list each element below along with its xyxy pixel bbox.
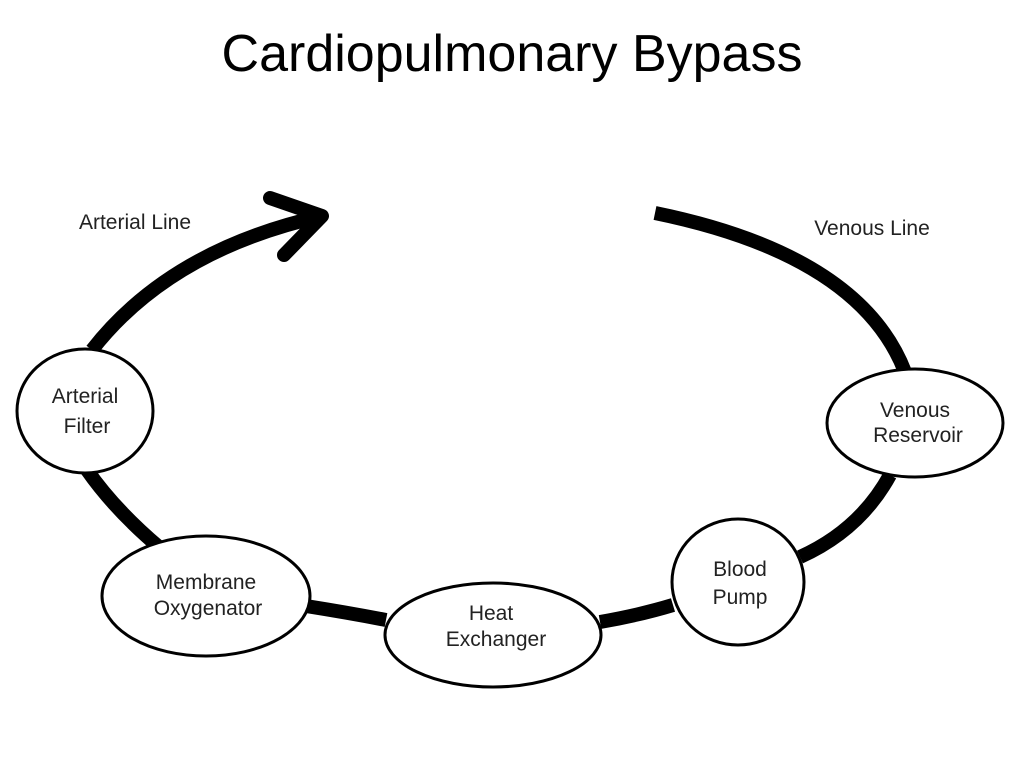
heat-exchanger-label-line-2: Exchanger xyxy=(446,628,546,651)
venous-line-tube xyxy=(653,206,912,375)
arterial-line-tube xyxy=(86,209,324,355)
slide-title: Cardiopulmonary Bypass xyxy=(221,25,803,83)
membrane-oxygenator-node: Membrane Oxygenator xyxy=(100,534,312,658)
oxygenator-to-filter-tube xyxy=(81,465,165,554)
arterial-line-arrowhead xyxy=(263,191,329,262)
membrane-oxygenator-label-line-1: Membrane xyxy=(156,571,256,594)
heat-exchanger-to-oxygenator-tube xyxy=(304,599,388,627)
blood-pump-node: Blood Pump xyxy=(670,517,806,647)
arterial-filter-label-line-2: Filter xyxy=(64,415,111,438)
arterial-filter-label-line-1: Arterial xyxy=(52,385,119,408)
blood-pump-label-line-1: Blood xyxy=(713,558,767,581)
membrane-oxygenator-label-line-2: Oxygenator xyxy=(154,597,263,620)
venous-line-label: Venous Line xyxy=(814,217,930,240)
venous-reservoir-label-line-2: Reservoir xyxy=(873,424,963,447)
blood-pump-label-line-2: Pump xyxy=(713,586,768,609)
pump-to-heat-exchanger-tube xyxy=(598,598,676,629)
arterial-filter-node: Arterial Filter xyxy=(15,347,155,475)
reservoir-to-pump-tube xyxy=(797,471,897,564)
venous-reservoir-label-line-1: Venous xyxy=(880,399,950,422)
heat-exchanger-label-line-1: Heat xyxy=(469,602,514,625)
heat-exchanger-node: Heat Exchanger xyxy=(383,581,603,689)
arterial-line-label: Arterial Line xyxy=(79,211,191,234)
venous-reservoir-node: Venous Reservoir xyxy=(825,367,1005,479)
